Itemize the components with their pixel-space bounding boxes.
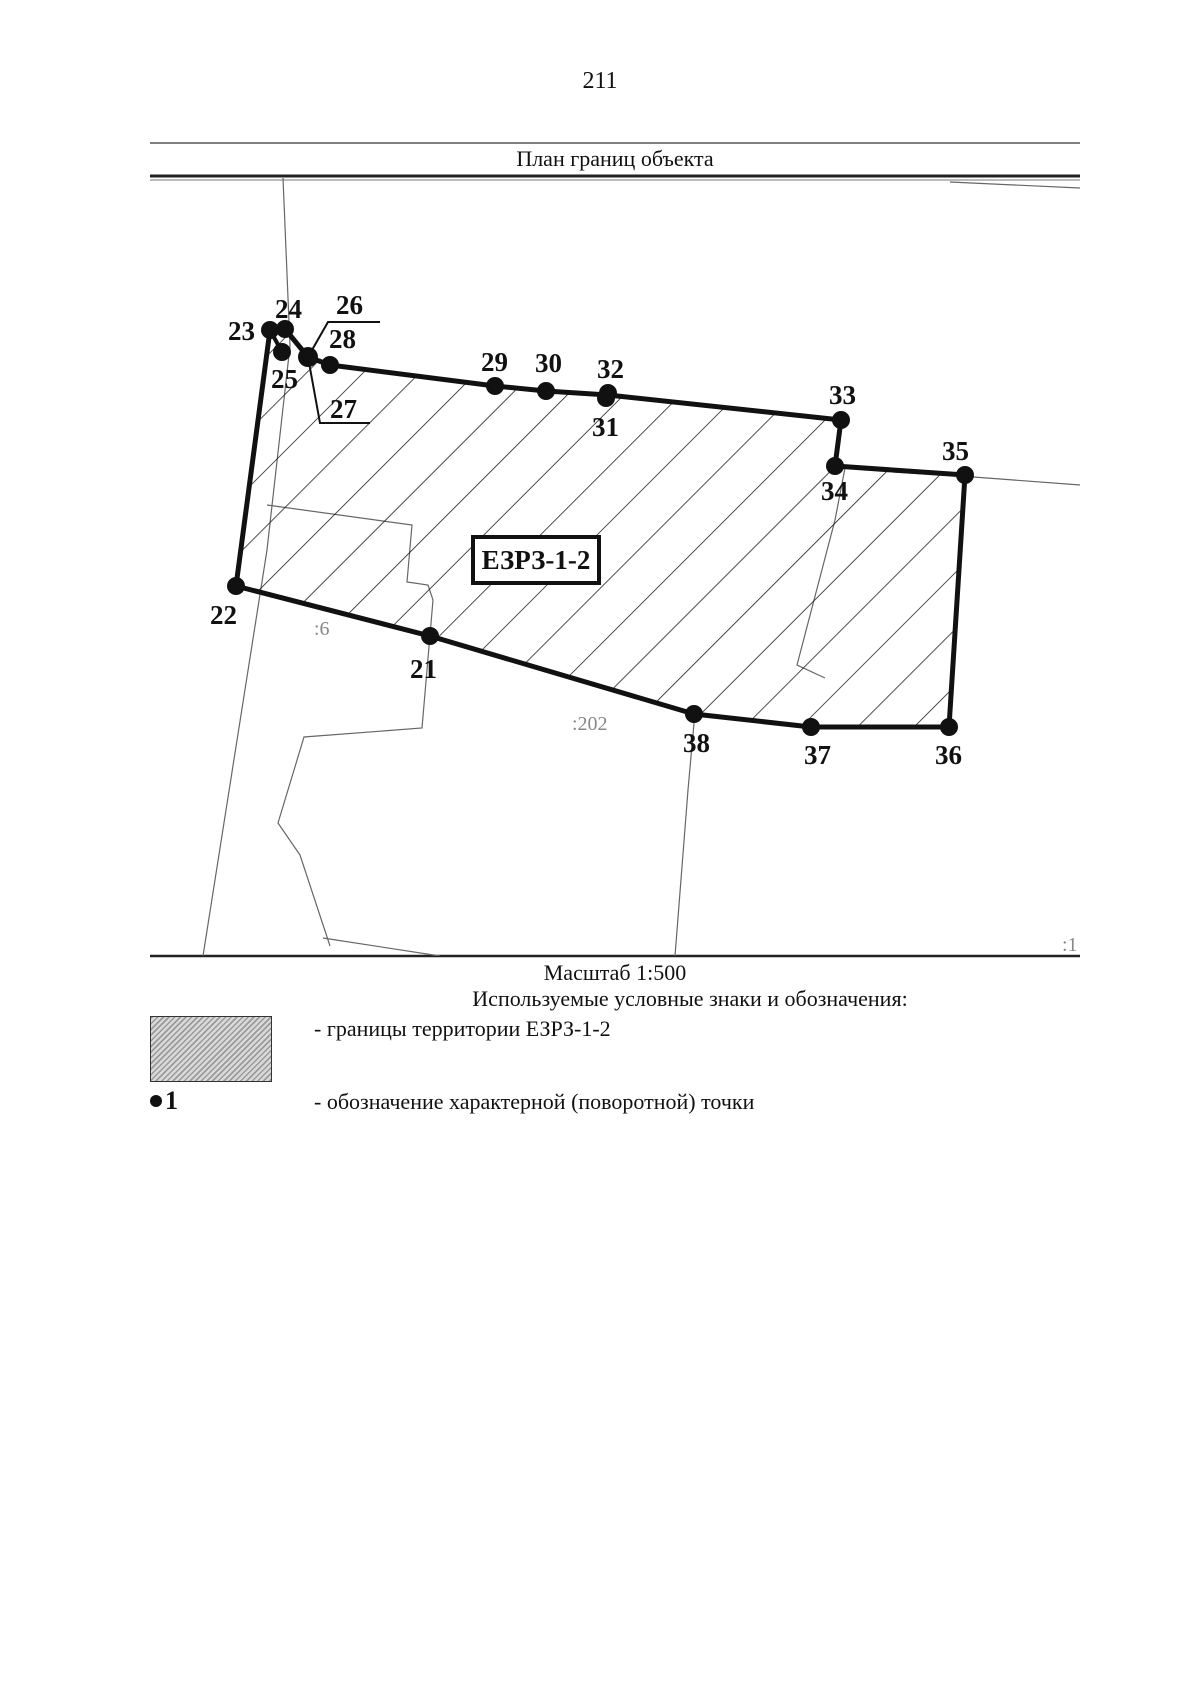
point-marker-25	[273, 343, 291, 361]
point-dot-icon	[150, 1095, 162, 1107]
parcel-label-1: :1	[1062, 934, 1078, 956]
parcel-label-6: :6	[314, 618, 330, 640]
point-label-24: 24	[275, 294, 302, 324]
point-marker-30	[537, 382, 555, 400]
zone-label-box	[471, 535, 601, 585]
leader-27	[307, 356, 370, 424]
point-label-28: 28	[329, 324, 356, 354]
point-label-23: 23	[228, 316, 255, 346]
point-label-29: 29	[481, 347, 508, 377]
point-marker-28	[321, 356, 339, 374]
point-label-33: 33	[829, 380, 856, 410]
legend-item-point: - обозначение характерной (поворотной) т…	[314, 1089, 755, 1114]
point-marker-38	[685, 705, 703, 723]
point-marker-24	[276, 320, 294, 338]
point-marker-21	[421, 627, 439, 645]
legend-item-zone-boundary: - границы территории ЕЗРЗ-1-2	[314, 1016, 611, 1041]
zone-label: ЕЗРЗ-1-2	[482, 545, 591, 575]
legend-point-symbol: 1	[150, 1086, 178, 1116]
point-marker-27	[298, 347, 318, 367]
point-label-22: 22	[210, 600, 237, 630]
scale-label: Масштаб 1:500	[543, 960, 687, 985]
point-label-27: 27	[330, 394, 357, 424]
point-marker-37	[802, 718, 820, 736]
point-marker-22	[227, 577, 245, 595]
point-marker-23	[261, 321, 279, 339]
point-marker-33	[832, 411, 850, 429]
point-label-35: 35	[942, 436, 969, 466]
legend-heading: Используемые условные знаки и обозначени…	[472, 986, 908, 1011]
page-number: 211	[582, 68, 618, 94]
point-marker-32	[599, 384, 617, 402]
zone-area	[236, 329, 965, 727]
point-marker-35	[956, 466, 974, 484]
point-label-34: 34	[821, 476, 848, 506]
point-marker-36	[940, 718, 958, 736]
leader-26	[307, 321, 380, 358]
point-label-30: 30	[535, 348, 562, 378]
point-label-32: 32	[597, 354, 624, 384]
point-marker-29	[486, 377, 504, 395]
point-label-37: 37	[804, 740, 831, 770]
point-label-21: 21	[410, 654, 437, 684]
point-label-38: 38	[683, 728, 710, 758]
legend-point-number: 1	[165, 1086, 178, 1115]
point-label-31: 31	[592, 412, 619, 442]
point-marker-34	[826, 457, 844, 475]
parcel-label-202: :202	[572, 713, 608, 735]
boundary-points	[227, 320, 974, 736]
zone-boundary	[233, 326, 968, 730]
map-title: План границ объекта	[516, 146, 714, 171]
point-label-36: 36	[935, 740, 962, 770]
legend-hatched-swatch	[150, 1016, 272, 1082]
point-label-25: 25	[271, 364, 298, 394]
point-label-26: 26	[336, 290, 363, 320]
